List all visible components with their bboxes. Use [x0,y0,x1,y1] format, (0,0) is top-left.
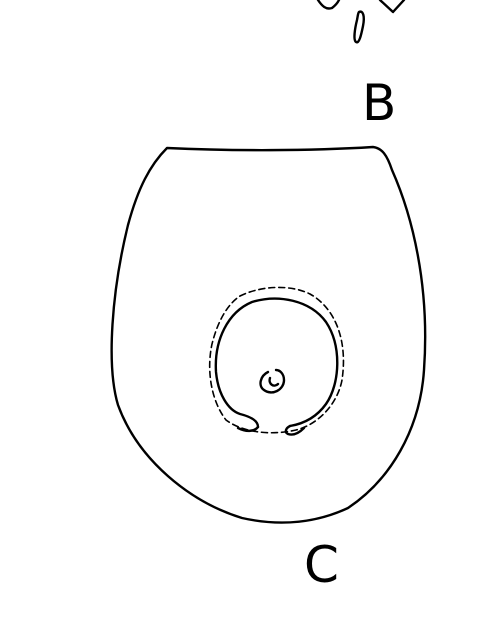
panel-c-central-crescent [259,368,286,394]
panel-c-dashed-outer-ring [208,286,345,434]
panel-b-small-body [353,10,365,44]
panel-c-inner-ring [214,297,339,429]
panel-b: B [316,0,406,132]
panel-c-inner-ring-right-tip [284,424,306,436]
panel-c-inner-ring-left-tip [236,425,260,433]
panel-c-outer-outline [110,145,427,524]
panel-c: C [110,145,427,594]
panel-c-label: C [304,536,339,594]
panel-b-label: B [362,74,396,132]
panel-b-structure-fragment-right [378,0,406,14]
panel-b-structure-fragment-left [316,0,341,10]
